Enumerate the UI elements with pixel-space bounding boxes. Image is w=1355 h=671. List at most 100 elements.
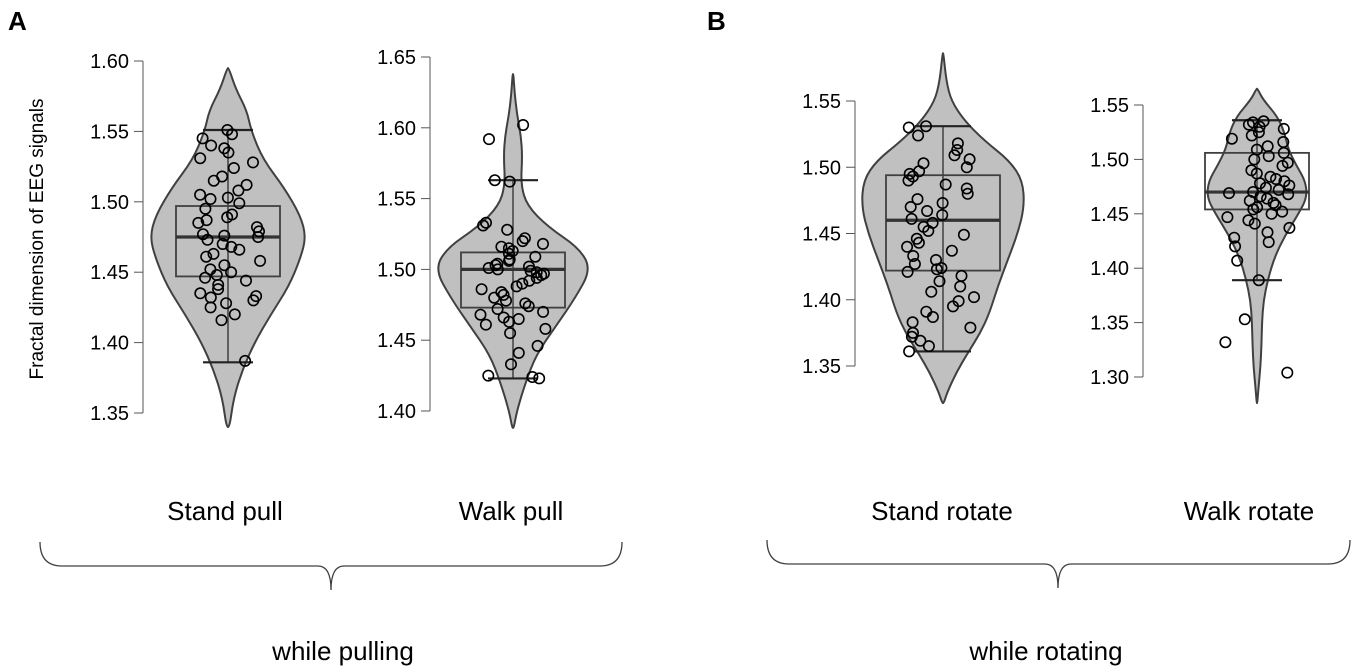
y-tick-label-stand-pull: 1.45 xyxy=(90,262,129,284)
data-point-walk-rotate xyxy=(1283,179,1296,192)
data-point-walk-pull xyxy=(523,274,536,287)
data-point-stand-rotate xyxy=(929,254,942,267)
data-point-walk-pull xyxy=(474,308,487,321)
data-point-stand-pull xyxy=(222,146,235,159)
data-point-stand-rotate xyxy=(963,153,976,166)
data-point-walk-pull xyxy=(477,219,490,232)
data-point-walk-rotate xyxy=(1262,236,1275,249)
data-point-walk-rotate xyxy=(1265,207,1278,220)
condition-label-stand-pull: Stand pull xyxy=(167,496,283,526)
data-point-stand-rotate xyxy=(907,250,920,263)
data-point-stand-pull xyxy=(218,142,231,155)
data-point-stand-rotate xyxy=(903,345,916,358)
data-point-walk-pull xyxy=(482,133,495,146)
data-point-walk-rotate xyxy=(1247,203,1260,216)
data-point-walk-pull xyxy=(504,358,517,371)
y-tick-label-stand-pull: 1.35 xyxy=(90,403,129,425)
data-point-walk-rotate xyxy=(1262,150,1275,163)
data-point-stand-pull xyxy=(194,188,207,201)
data-point-stand-pull xyxy=(207,247,220,260)
data-point-walk-pull xyxy=(503,175,516,188)
data-point-stand-pull xyxy=(194,152,207,165)
group-label-pulling: while pulling xyxy=(271,636,414,666)
data-point-stand-rotate xyxy=(945,244,958,257)
data-point-stand-rotate xyxy=(904,201,917,214)
data-point-walk-rotate xyxy=(1248,153,1261,166)
data-point-stand-rotate xyxy=(960,182,973,195)
data-point-stand-pull xyxy=(212,283,225,296)
group-label-rotating: while rotating xyxy=(968,636,1122,666)
y-tick-label-walk-pull: 1.45 xyxy=(377,330,416,352)
y-tick-label-stand-pull: 1.40 xyxy=(90,333,129,355)
data-point-walk-rotate xyxy=(1225,132,1238,145)
data-point-stand-rotate xyxy=(919,120,932,133)
data-point-walk-rotate xyxy=(1248,217,1261,230)
y-tick-label-walk-rotate: 1.30 xyxy=(1090,367,1129,389)
data-point-stand-rotate xyxy=(905,212,918,225)
data-point-stand-pull xyxy=(194,287,207,300)
brace-pulling xyxy=(39,541,623,591)
data-point-stand-rotate xyxy=(922,224,935,237)
data-point-stand-pull xyxy=(220,297,233,310)
data-point-stand-pull xyxy=(253,225,266,238)
data-point-stand-pull xyxy=(221,211,234,224)
data-point-walk-rotate xyxy=(1254,190,1267,203)
box-walk-rotate xyxy=(1204,151,1310,211)
data-point-stand-rotate xyxy=(921,205,934,218)
data-point-stand-rotate xyxy=(946,300,959,313)
y-tick-label-walk-rotate: 1.50 xyxy=(1090,149,1129,171)
data-point-stand-pull xyxy=(226,128,239,141)
y-tick-label-stand-pull: 1.60 xyxy=(90,51,129,73)
data-point-walk-pull xyxy=(475,283,488,296)
data-point-walk-pull xyxy=(517,119,530,132)
data-point-stand-rotate xyxy=(954,280,967,293)
data-point-walk-pull xyxy=(482,261,495,274)
data-point-walk-pull xyxy=(533,372,546,385)
data-point-stand-rotate xyxy=(902,174,915,187)
data-point-stand-pull xyxy=(239,354,252,367)
data-point-stand-pull xyxy=(218,229,231,242)
data-point-walk-pull xyxy=(537,305,550,318)
data-point-stand-rotate xyxy=(912,236,925,249)
data-point-stand-pull xyxy=(221,191,234,204)
data-point-stand-rotate xyxy=(967,291,980,304)
data-point-stand-rotate xyxy=(914,334,927,347)
brace-rotating xyxy=(766,539,1351,589)
data-point-stand-pull xyxy=(240,274,253,287)
data-point-stand-pull xyxy=(205,139,218,152)
data-point-stand-rotate xyxy=(933,275,946,288)
data-point-walk-pull xyxy=(518,232,531,245)
y-tick-label-walk-rotate: 1.55 xyxy=(1090,95,1129,117)
data-point-stand-pull xyxy=(252,231,265,244)
data-point-stand-pull xyxy=(233,197,246,210)
data-point-walk-rotate xyxy=(1242,214,1255,227)
data-point-stand-pull xyxy=(199,202,212,215)
data-point-walk-rotate xyxy=(1283,221,1296,234)
data-point-walk-rotate xyxy=(1228,231,1241,244)
box-stand-rotate xyxy=(885,174,1001,272)
data-point-walk-pull xyxy=(526,370,539,383)
data-point-walk-rotate xyxy=(1252,126,1265,139)
data-point-walk-rotate xyxy=(1276,159,1289,172)
data-point-stand-rotate xyxy=(951,137,964,150)
panel-letter-b: B xyxy=(707,6,726,36)
data-point-stand-pull xyxy=(225,266,238,279)
data-point-stand-pull xyxy=(232,184,245,197)
data-point-walk-rotate xyxy=(1231,254,1244,267)
data-point-walk-rotate xyxy=(1267,196,1280,209)
y-tick-label-walk-rotate: 1.45 xyxy=(1090,204,1129,226)
data-point-walk-pull xyxy=(519,297,532,310)
data-point-stand-rotate xyxy=(901,265,914,278)
data-point-walk-pull xyxy=(539,322,552,335)
data-point-stand-rotate xyxy=(911,193,924,206)
y-tick-label-walk-rotate: 1.35 xyxy=(1090,313,1129,335)
data-point-walk-rotate xyxy=(1245,129,1258,142)
panel-letter-a: A xyxy=(8,6,27,36)
data-point-stand-pull xyxy=(233,243,246,256)
data-point-walk-pull xyxy=(510,280,523,293)
data-point-stand-pull xyxy=(247,156,260,169)
y-tick-label-walk-rotate: 1.40 xyxy=(1090,258,1129,280)
data-point-walk-pull xyxy=(488,174,501,187)
data-point-stand-rotate xyxy=(936,209,949,222)
